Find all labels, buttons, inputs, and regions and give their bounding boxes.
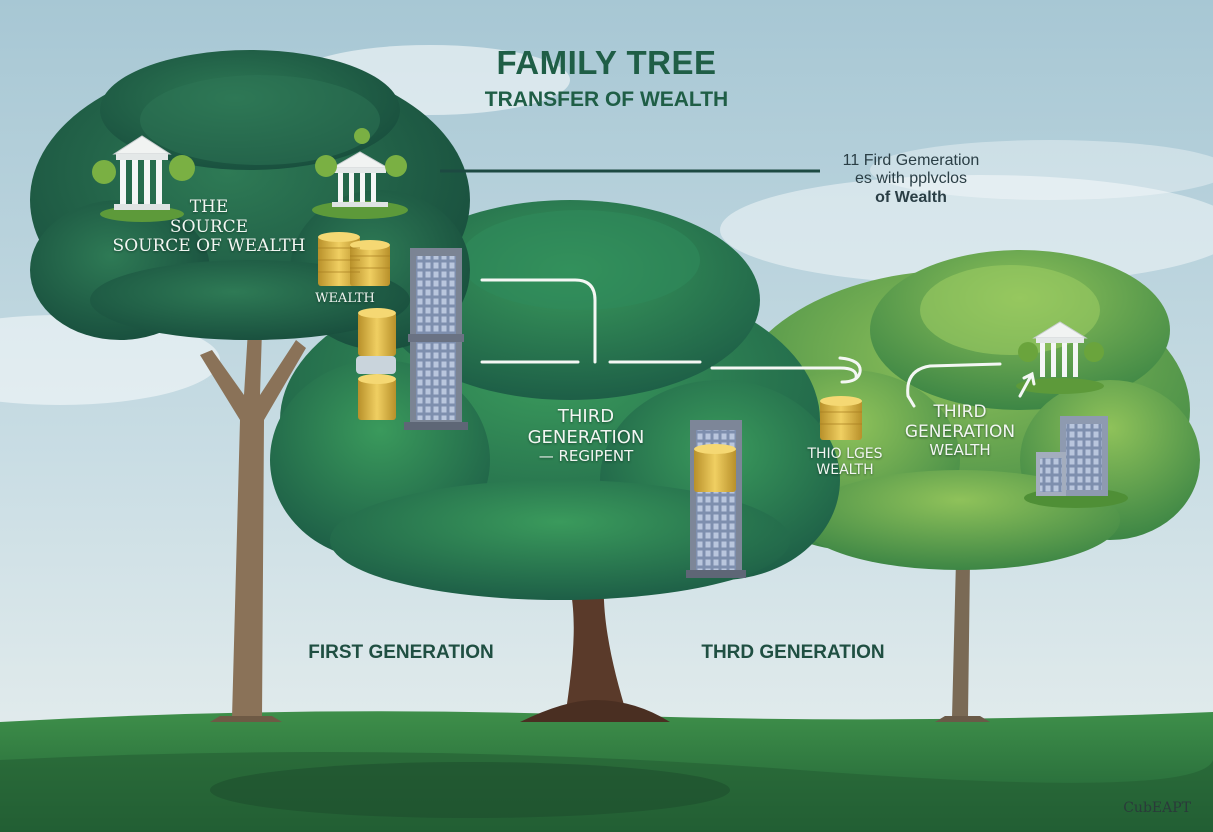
bank-building-icon — [312, 128, 408, 219]
tree-right-line-2: GENERATION — [904, 421, 1016, 442]
tree-right-label: THIRD GENERATION WEALTH — [878, 402, 1042, 460]
arrow-icon — [480, 278, 1036, 408]
office-building-icon — [1024, 416, 1128, 508]
tree-middle-line-3: — REGIPENT — [538, 447, 634, 466]
annotation-line-3: of Wealth — [875, 188, 947, 206]
skyscraper-icon — [404, 248, 468, 430]
coins-label-right: THIO LGES WEALTH — [790, 446, 900, 478]
tree-middle-label: THIRD GENERATION — REGIPENT — [496, 406, 676, 466]
ground-label-third-generation: THRD GENERATION — [701, 642, 885, 663]
bank-building-icon — [92, 135, 195, 222]
coins-label-right-line-1: THIO LGES — [807, 446, 883, 462]
tree-left-line-2: SOURCE — [169, 216, 249, 237]
tree-left-label: THE SOURCE SOURCE OF WEALTH — [104, 197, 314, 257]
coins-label-right-line-2: WEALTH — [816, 462, 874, 479]
bank-building-icon — [1016, 321, 1104, 394]
tree-left-line-3: SOURCE OF WEALTH — [112, 236, 306, 257]
page-subtitle: TRANSFER OF WEALTH — [484, 88, 729, 111]
office-building-icon — [686, 420, 746, 578]
annotation-box: 11 Fird Gemeration es with pplvclos of W… — [826, 152, 996, 207]
coin-stack-icon — [318, 232, 396, 420]
artist-signature: CubEAPT — [1123, 800, 1191, 816]
ground-label-first-generation: FIRST GENERATION — [308, 642, 494, 663]
tree-left-line-1: THE — [189, 197, 229, 217]
annotation-line-1: 11 Fird Gemeration — [842, 152, 980, 169]
tree-right-line-1: THIRD — [933, 402, 987, 422]
coins-label-left: WEALTH — [315, 291, 375, 306]
annotation-line-2: es with pplvclos — [854, 170, 968, 188]
coin-stack-icon — [820, 396, 862, 440]
tree-middle-line-2: GENERATION — [527, 426, 645, 448]
tree-middle-line-1: THIRD — [557, 406, 615, 427]
tree-right-line-3: WEALTH — [929, 441, 991, 460]
page-title: FAMILY TREE — [496, 44, 717, 81]
